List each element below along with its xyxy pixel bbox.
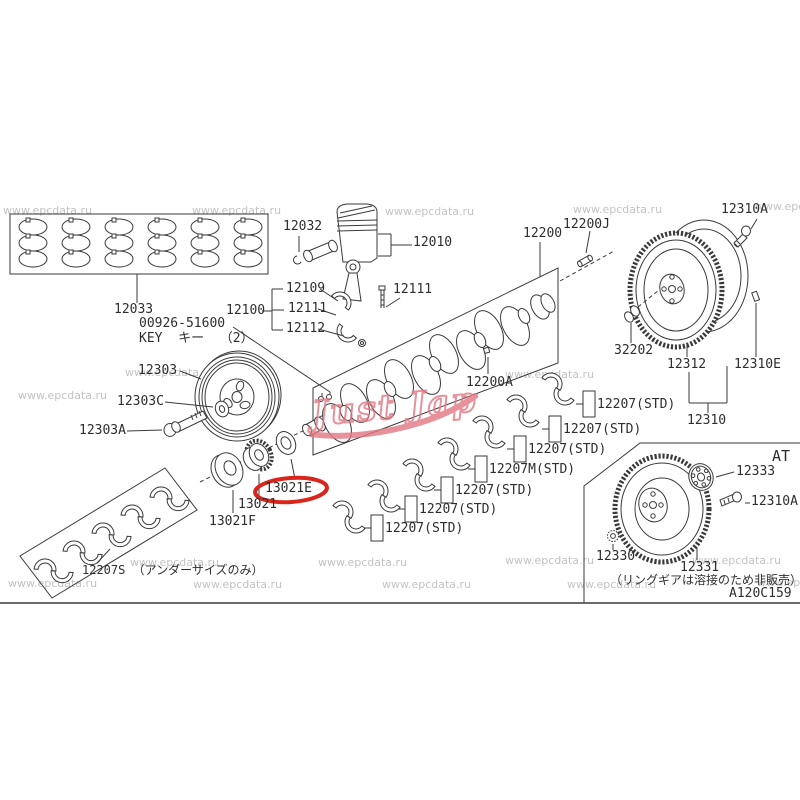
part-label-12207-std-3: 12207(STD)	[528, 442, 607, 457]
highlight-ellipse-13021E	[253, 475, 329, 505]
crankshaft	[301, 293, 556, 443]
watermark: www.epcdata.ru	[385, 205, 475, 218]
watermark: www.epcdata.ru	[382, 578, 472, 591]
undersize-bearing-box	[19, 467, 198, 599]
crank-sprocket-group	[199, 419, 326, 513]
watermark: www.epcdata.ru	[692, 554, 782, 567]
part-label-13021F: 13021F	[209, 514, 256, 529]
part-label-figure-code: A120C159	[729, 586, 792, 601]
part-label-key-number: 00926-51600	[139, 316, 226, 331]
part-label-12200J: 12200J	[563, 217, 610, 232]
part-label-12109: 12109	[286, 281, 326, 296]
flywheel	[624, 218, 761, 413]
part-label-12112: 12112	[286, 321, 326, 336]
watermark: www.epcdata.ru	[18, 389, 108, 402]
part-label-12331: 12331	[680, 560, 720, 575]
part-label-12100: 12100	[226, 303, 266, 318]
part-label-12207M-std: 12207M(STD)	[489, 462, 576, 477]
part-label-32202: 32202	[614, 343, 654, 358]
watermark: www.epcdata.ru	[505, 554, 595, 567]
part-label-12310: 12310	[687, 413, 727, 428]
part-label-12111-left: 12111	[288, 301, 328, 316]
piston-ring-set-box	[9, 213, 269, 303]
part-label-12207-std-6: 12207(STD)	[419, 502, 498, 517]
part-label-12312: 12312	[667, 357, 707, 372]
part-label-12333: 12333	[736, 464, 776, 479]
main-bearing-shells	[333, 369, 596, 542]
piston	[293, 203, 412, 265]
part-label-12207-std-7: 12207(STD)	[385, 521, 464, 536]
part-label-12310E: 12310E	[734, 357, 781, 372]
connecting-rod	[262, 259, 401, 347]
part-label-ring-gear-note: （リングギアは溶接のため非販売）	[610, 573, 800, 587]
watermark: www.epcdata.ru	[757, 576, 800, 589]
part-label-12032: 12032	[283, 219, 323, 234]
part-label-12207-std-1: 12207(STD)	[597, 397, 676, 412]
part-label-12207-std-2: 12207(STD)	[563, 422, 642, 437]
part-label-12303: 12303	[138, 363, 178, 378]
part-label-at-note: AT	[772, 447, 791, 465]
watermark: www.epcdata.ru	[8, 577, 98, 590]
part-label-12200A: 12200A	[466, 375, 513, 390]
part-label-13021E: 13021E	[265, 481, 312, 496]
watermark: www.epcdata.ru	[130, 556, 220, 569]
at-section	[583, 442, 800, 603]
part-label-12207S: 12207S （アンダーサイズのみ）	[82, 563, 264, 577]
part-label-12033: 12033	[114, 302, 154, 317]
part-label-12303C: 12303C	[117, 394, 164, 409]
part-label-12310A-top: 12310A	[721, 202, 768, 217]
part-label-13021: 13021	[238, 497, 278, 512]
crank-dowel	[577, 254, 593, 268]
part-label-key-note: KEY キー （2）	[139, 331, 254, 346]
part-label-12111-right: 12111	[393, 282, 433, 297]
part-label-12207-std-5: 12207(STD)	[455, 483, 534, 498]
part-label-12200: 12200	[523, 226, 563, 241]
part-label-12330: 12330	[596, 549, 636, 564]
part-label-12010: 12010	[413, 235, 453, 250]
part-label-12303A: 12303A	[79, 423, 126, 438]
watermark: www.epcdata.ru	[567, 578, 657, 591]
crank-pulley	[126, 350, 282, 442]
watermark: www.epcdata.ru	[318, 556, 408, 569]
watermark: www.epcdata.ru	[193, 578, 283, 591]
watermark: www.epcdata.ru	[573, 203, 663, 216]
woodruff-keys	[232, 326, 332, 402]
watermark: www.epcdata.ru	[755, 200, 800, 213]
part-label-12310A-at: 12310A	[751, 494, 798, 509]
